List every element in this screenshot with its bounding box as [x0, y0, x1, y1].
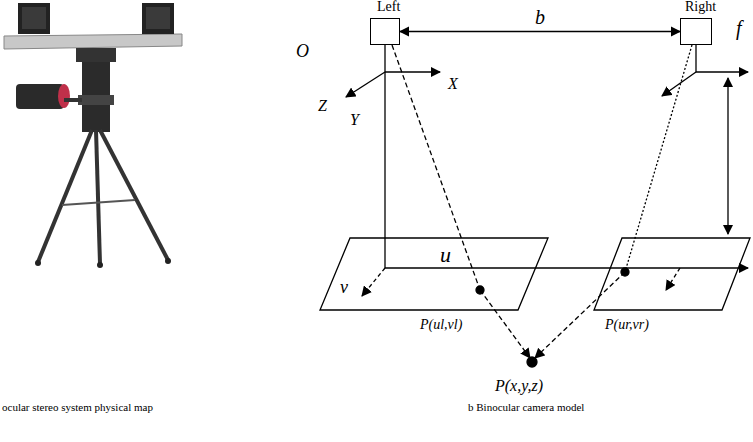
symbol-label: Y — [350, 112, 359, 128]
symbol-label: u — [440, 244, 451, 266]
symbol-label: v — [340, 278, 348, 296]
caption-text: b Binocular camera model — [468, 402, 584, 413]
symbol-label: Z — [318, 98, 327, 114]
symbol-label: f — [736, 18, 742, 38]
symbol-label: P(x,y,z) — [495, 378, 543, 394]
baseline-label: b — [535, 7, 545, 27]
camera-label: Left — [377, 0, 400, 14]
symbol-label: O — [296, 42, 309, 60]
camera-model — [320, 45, 750, 367]
camera-label: Right — [685, 0, 716, 14]
symbol-label: P(ul,vl) — [420, 318, 462, 332]
symbol-label: P(ur,vr) — [605, 318, 649, 332]
baseline-arrow — [400, 31, 680, 32]
caption-text: ocular stereo system physical map — [2, 402, 153, 413]
camera-box: Left — [370, 18, 400, 45]
stereo-rig-photo — [4, 3, 182, 268]
symbol-label: X — [448, 76, 458, 92]
camera-box: Right — [680, 18, 712, 45]
